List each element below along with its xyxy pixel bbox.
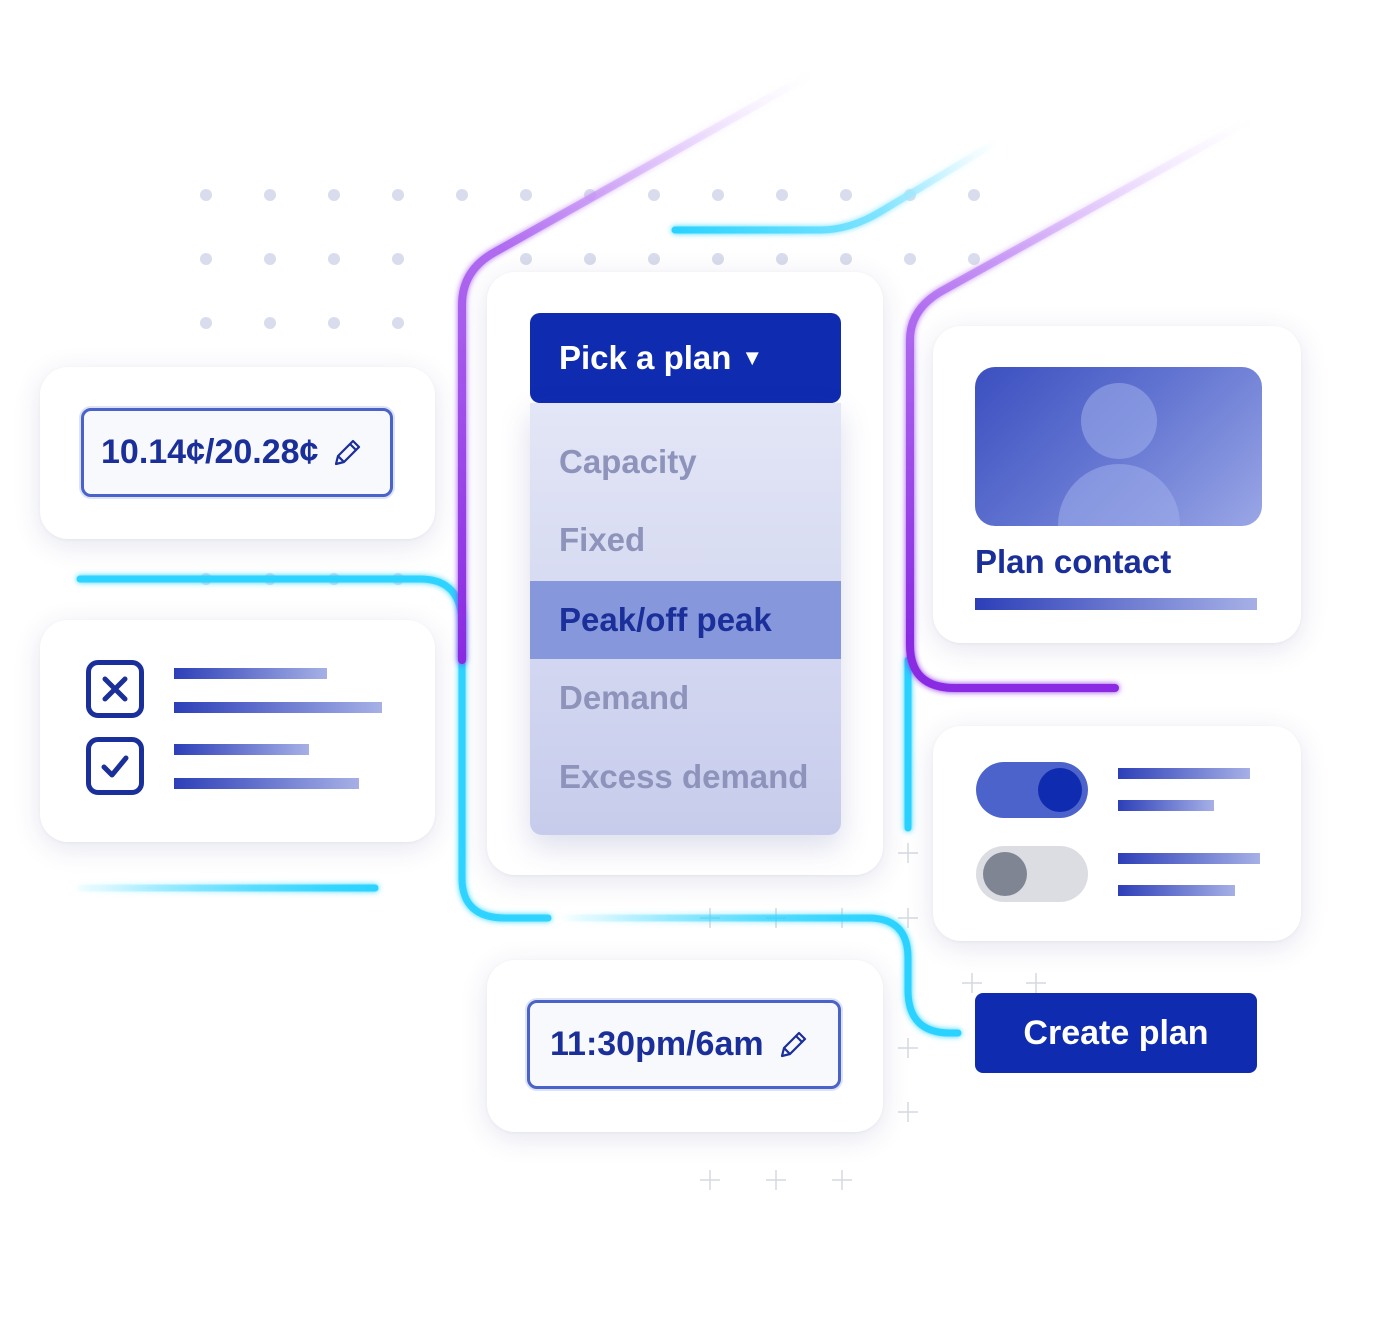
plan-option-demand[interactable]: Demand (530, 659, 841, 737)
toggle-switch-off[interactable] (976, 846, 1088, 902)
purple-lines (458, 71, 1254, 692)
checkmark-icon (101, 755, 129, 778)
plan-option-label: Peak/off peak (559, 601, 772, 638)
plan-option-label: Fixed (559, 521, 646, 558)
person-icon-body (1058, 464, 1180, 526)
plan-option-capacity[interactable]: Capacity (530, 423, 841, 501)
time-field[interactable]: 11:30pm/6am (527, 1000, 841, 1089)
plan-option-label: Demand (559, 679, 690, 716)
pencil-icon[interactable] (776, 1028, 810, 1062)
toggle-switch-on[interactable] (976, 762, 1088, 818)
plan-option-excess-demand[interactable]: Excess demand (530, 738, 841, 816)
checklist-line (174, 702, 382, 713)
plus-marks (700, 843, 1046, 1190)
caret-down-icon: ▼ (741, 345, 764, 370)
rate-field[interactable]: 10.14¢/20.28¢ (81, 408, 393, 497)
toggle-line (1118, 800, 1214, 811)
checklist-line (174, 778, 359, 789)
x-icon (102, 676, 128, 702)
plan-option-peak-off-peak[interactable]: Peak/off peak (530, 581, 841, 659)
plan-dropdown-label: Pick a plan (559, 339, 732, 376)
checklist-line (174, 668, 327, 679)
checklist-line (174, 744, 309, 755)
plan-option-fixed[interactable]: Fixed (530, 501, 841, 579)
pencil-icon[interactable] (330, 436, 364, 470)
toggle-line (1118, 768, 1250, 779)
plan-option-label: Excess demand (559, 758, 809, 795)
toggles-card (933, 726, 1301, 941)
toggle-knob (1038, 768, 1082, 812)
contact-avatar[interactable] (975, 367, 1262, 526)
rate-value: 10.14¢/20.28¢ (101, 433, 319, 471)
plan-dropdown-toggle[interactable]: Pick a plan ▼ (530, 313, 841, 403)
create-plan-button[interactable]: Create plan (975, 993, 1257, 1073)
time-value: 11:30pm/6am (550, 1025, 764, 1063)
plan-dropdown-menu: Capacity Fixed Peak/off peak Demand Exce… (530, 403, 841, 835)
toggle-line (1118, 885, 1235, 896)
plan-option-label: Capacity (559, 443, 697, 480)
create-plan-label: Create plan (1023, 1013, 1209, 1052)
toggle-line (1118, 853, 1260, 864)
cyan-lines (76, 136, 1004, 1037)
checklist-card (40, 620, 435, 842)
checkbox-checked[interactable] (86, 737, 144, 795)
plan-contact-label: Plan contact (975, 543, 1172, 580)
person-icon-head (1081, 383, 1157, 459)
toggle-knob (983, 852, 1027, 896)
contact-placeholder-bar (975, 598, 1257, 610)
checkbox-unchecked[interactable] (86, 660, 144, 718)
